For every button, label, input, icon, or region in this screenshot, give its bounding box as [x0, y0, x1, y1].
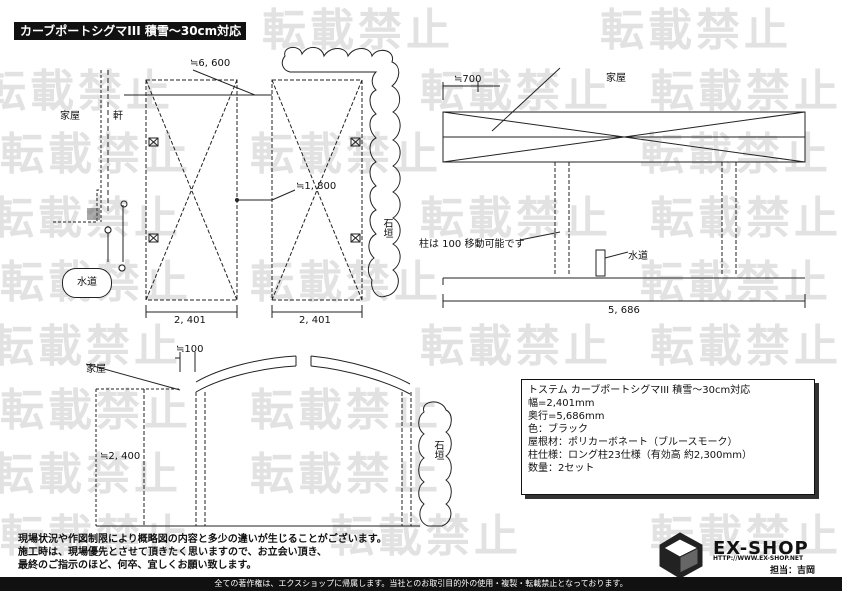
water-tap-label: 水道: [77, 277, 97, 288]
plan-eave-label: 軒: [113, 111, 123, 122]
side-water-label: 水道: [628, 251, 648, 262]
notice: 現場状況や作図制限により概略図の内容と多少の違いが生じることがございます。 施工…: [18, 533, 387, 572]
notice-line: 最終のご指示のほど、何卒、宜しくお願い致します。: [18, 560, 257, 571]
watermark: 転載禁止: [0, 385, 192, 436]
watermark: 転載禁止: [640, 257, 832, 308]
front-house-label: 家屋: [86, 364, 106, 375]
plan-stone-wall-label: 石垣: [381, 218, 392, 238]
page-title: カーブポートシグマIII 積雪～30cm対応: [14, 22, 246, 40]
side-house-label: 家屋: [606, 73, 626, 84]
plan-width-dimension-left: 2, 401: [174, 315, 206, 326]
watermark: 転載禁止: [650, 66, 842, 117]
spec-line: トステム カーブポートシグマIII 積雪～30cm対応: [528, 385, 751, 396]
spec-line: 奥行=5,686mm: [528, 411, 605, 422]
watermark: 転載禁止: [600, 5, 792, 56]
watermark: 転載禁止: [420, 321, 612, 372]
spec-line: 色：ブラック: [528, 424, 588, 435]
watermark: 転載禁止: [420, 66, 612, 117]
spec-line: 幅=2,401mm: [528, 398, 595, 409]
watermark: 転載禁止: [250, 385, 442, 436]
front-height-dimension: ≒2, 400: [100, 451, 141, 462]
plan-depth-dimension: ≒6, 600: [190, 58, 231, 69]
side-length-dimension: 5, 686: [608, 305, 640, 316]
plan-house-label: 家屋: [60, 111, 80, 122]
watermark: 転載禁止: [0, 66, 174, 117]
watermark: 転載禁止: [250, 449, 442, 500]
spec-line: 屋根材：ポリカーボネート（ブルースモーク）: [528, 437, 738, 448]
watermark: 転載禁止: [0, 511, 192, 562]
logo-url: HTTP://WWW.EX-SHOP.NET: [713, 555, 804, 562]
watermark: 転載禁止: [0, 321, 182, 372]
front-offset-dimension: ≒100: [176, 344, 204, 355]
plan-width-dimension-right: 2, 401: [299, 315, 331, 326]
staff-label: 担当：吉岡: [770, 566, 816, 576]
water-tap-bubble: 水道: [62, 268, 112, 298]
watermark: 転載禁止: [330, 511, 522, 562]
watermark: 転載禁止: [250, 129, 442, 180]
watermark: 転載禁止: [650, 321, 842, 372]
spec-line: 柱仕様：ロング柱23仕様（有効高 約2,300mm）: [528, 450, 753, 461]
copyright-footer: 全ての著作権は、エクスショップに帰属します。当社とのお取引目的外の使用・複製・転…: [0, 577, 842, 591]
watermark: 転載禁止: [420, 193, 612, 244]
side-offset-dimension: ≒700: [454, 74, 482, 85]
side-pillar-note: 柱は 100 移動可能です: [419, 239, 525, 250]
spec-line: 数量：2セット: [528, 463, 595, 474]
logo-name: EX-SHOP: [713, 538, 809, 559]
notice-line: 施工時は、現場優先とさせて頂きたく思いますので、お立会い頂き、: [18, 547, 327, 558]
spec-box: トステム カーブポートシグマIII 積雪～30cm対応 幅=2,401mm 奥行…: [521, 379, 815, 495]
plan-gap-dimension: ≒1, 800: [296, 181, 337, 192]
notice-line: 現場状況や作図制限により概略図の内容と多少の違いが生じることがございます。: [18, 534, 387, 545]
watermark: 転載禁止: [650, 193, 842, 244]
watermark: 転載禁止: [0, 449, 182, 500]
front-stone-wall-label: 石垣: [432, 440, 443, 460]
